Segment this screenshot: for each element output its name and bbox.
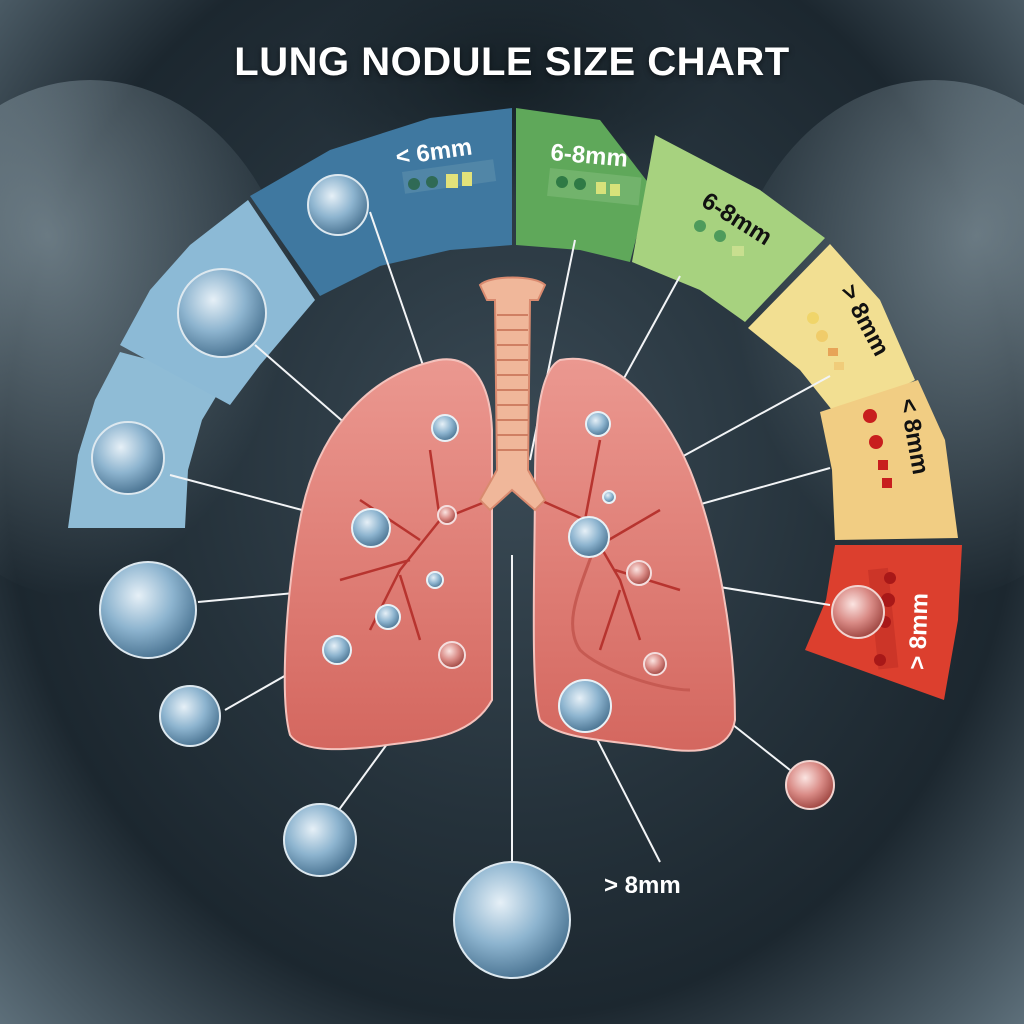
arc-segment-5	[632, 135, 825, 322]
nodule-left-1	[99, 561, 197, 659]
nodules-in-lungs	[322, 411, 667, 733]
nodule-right-outside	[785, 760, 835, 810]
nodule-bottom	[453, 861, 571, 979]
arc-segment-7	[820, 380, 958, 540]
nodule-left-2	[159, 685, 221, 747]
segment-3-mini-legend	[402, 159, 497, 194]
segment-4-label: 6-8mm	[549, 139, 628, 173]
left-lung-lobe-notch	[571, 529, 691, 692]
nodule-arc-2	[177, 268, 267, 358]
nodule-specimens	[91, 174, 885, 979]
nodule-arc-3	[307, 174, 369, 236]
nodule-arc-8	[831, 585, 885, 639]
chart-title: LUNG NODULE SIZE CHART	[234, 40, 790, 84]
segment-6-mini-legend	[807, 312, 844, 370]
right-lung	[283, 358, 493, 751]
segment-7-mini-legend	[863, 409, 892, 488]
segment-8-label: > 8mm	[904, 593, 934, 671]
segment-5-mini-legend	[694, 220, 744, 256]
trachea	[478, 276, 547, 512]
nodule-arc-1	[91, 421, 165, 495]
arc-segment-6	[748, 244, 915, 420]
segment-4-mini-legend	[547, 168, 642, 206]
nodule-left-3	[283, 803, 357, 877]
bottom-size-label: > 8mm	[604, 872, 681, 899]
arc-segment-3	[250, 108, 512, 296]
